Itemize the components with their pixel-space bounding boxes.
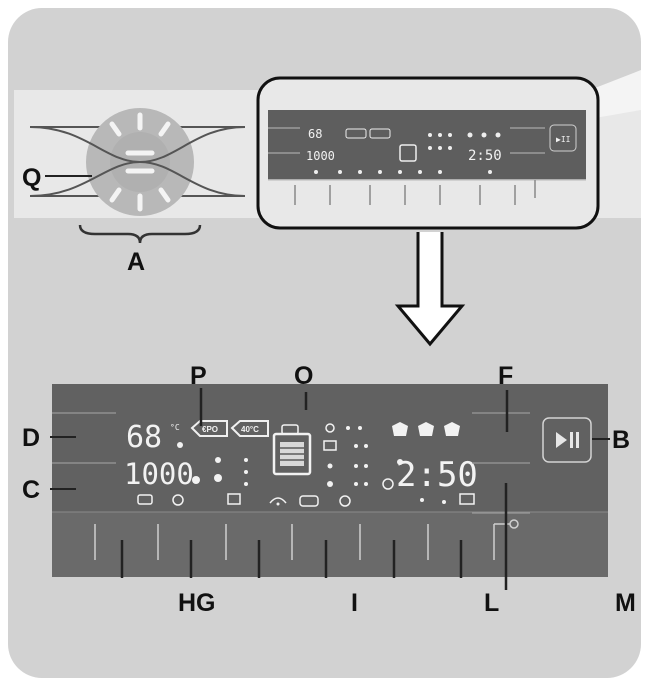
mini-spin-digits: 1000 xyxy=(306,149,335,163)
svg-text:€PO: €PO xyxy=(202,425,218,434)
temperature-unit: °C xyxy=(170,423,180,432)
time-digits: 2:50 xyxy=(396,455,478,495)
svg-text:▶II: ▶II xyxy=(556,135,571,144)
temperature-digits: 68 xyxy=(126,420,162,455)
status-icons xyxy=(137,422,475,507)
callout-f: F xyxy=(498,362,513,390)
mini-time-digits: 2:50 xyxy=(468,148,502,164)
callout-m: M xyxy=(615,589,636,617)
spin-digits: 1000 xyxy=(124,457,194,491)
leader-lines xyxy=(120,388,509,590)
start-pause-button[interactable] xyxy=(542,417,592,463)
zoom-arrow xyxy=(394,232,466,347)
callout-d: D xyxy=(22,424,40,452)
callout-c: C xyxy=(22,476,40,504)
callout-l: L xyxy=(484,589,499,617)
left-side-buttons[interactable] xyxy=(52,412,116,464)
callout-hg: HG xyxy=(178,589,216,617)
drum-icon xyxy=(272,424,312,476)
right-side-buttons[interactable] xyxy=(472,412,530,514)
mini-display-panel: ▶II 68 1000 2:50 xyxy=(268,110,586,180)
callout-a: A xyxy=(127,248,145,276)
temperature-tag: 40°C xyxy=(230,420,269,437)
callout-b: B xyxy=(612,426,630,454)
mini-temp-digits: 68 xyxy=(308,127,322,141)
bottom-button-row[interactable] xyxy=(94,519,519,560)
svg-text:40°C: 40°C xyxy=(241,425,259,434)
mini-buttons-row xyxy=(268,179,586,205)
main-display-panel xyxy=(52,384,608,577)
a-brace xyxy=(78,224,202,244)
callout-o: O xyxy=(294,362,313,390)
callout-q: Q xyxy=(22,164,41,192)
callout-p: P xyxy=(190,362,207,390)
program-dial[interactable] xyxy=(29,108,246,216)
callout-i: I xyxy=(351,589,358,617)
eco-tag: €PO xyxy=(190,420,228,437)
display-readouts: 68 °C 1000 2:50 xyxy=(124,420,478,495)
